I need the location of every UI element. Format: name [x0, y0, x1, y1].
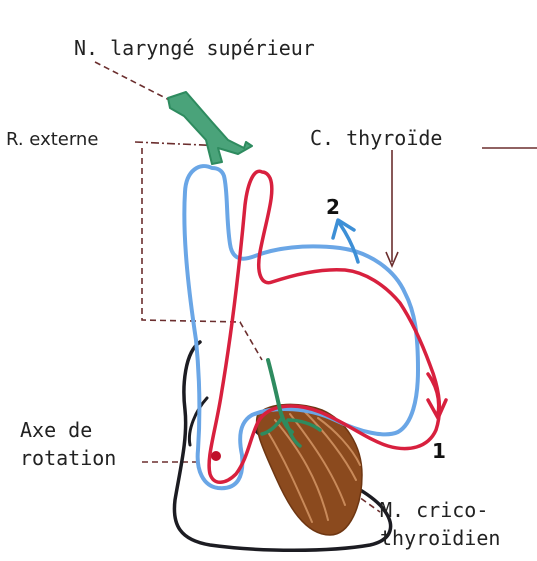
muscle-label-line1: M. crico-	[380, 498, 488, 522]
external-branch-label: R. externe	[6, 128, 98, 152]
superior-laryngeal-nerve	[168, 92, 252, 164]
rotation-label-line2: rotation	[20, 446, 116, 470]
thyroid-label: C. thyroïde	[310, 126, 442, 150]
marker-1: 1	[432, 440, 446, 462]
nerve-label: N. laryngé supérieur	[74, 36, 315, 60]
rotation-label-line1: Axe de	[20, 418, 92, 442]
external-branch-path-line	[142, 148, 262, 360]
muscle-label-line2: thyroïdien	[380, 526, 500, 550]
marker-2: 2	[326, 196, 340, 218]
rotation-axis-dot	[211, 451, 221, 461]
